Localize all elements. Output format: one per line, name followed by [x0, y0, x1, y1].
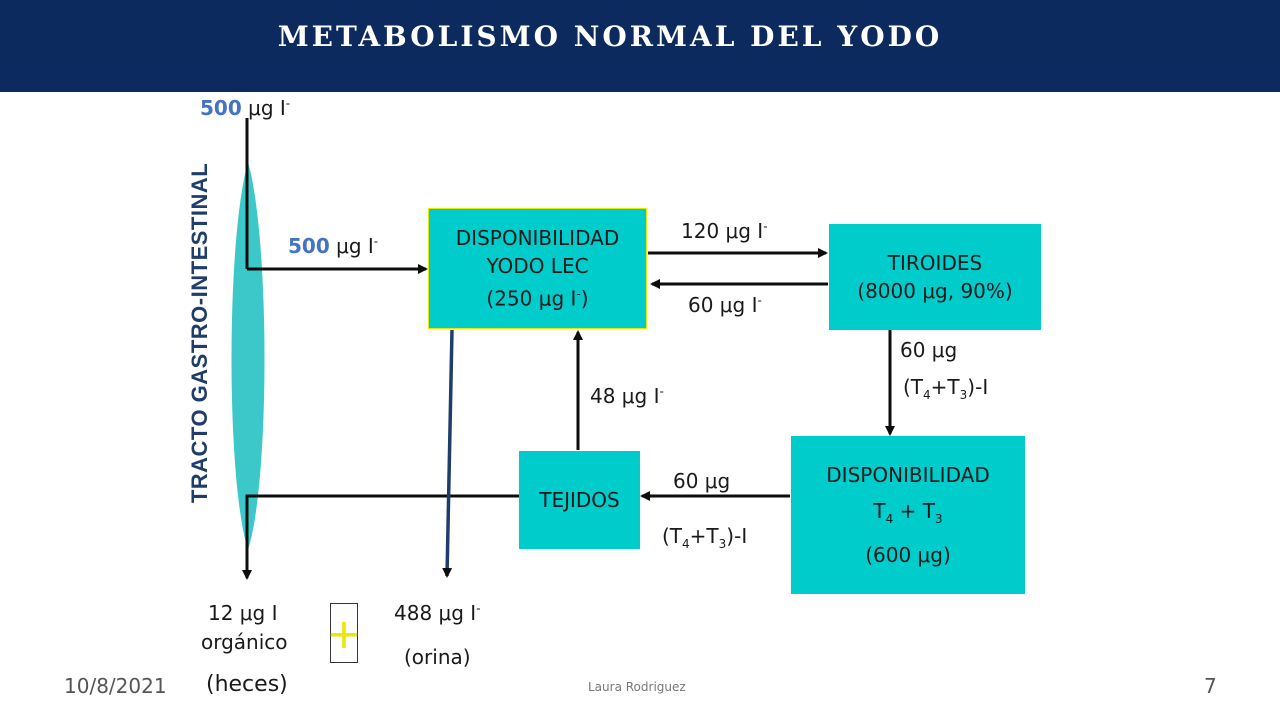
box-iodine-lec: DISPONIBILIDAD YODO LEC (250 μg I-) — [428, 208, 647, 329]
footer-date: 10/8/2021 — [64, 674, 167, 698]
label-lec-to-thyroid: 120 μg I- — [681, 219, 768, 243]
feces-amount: 12 μg I — [208, 601, 278, 625]
arrow-lec-to-urine — [442, 329, 454, 578]
feces-form: orgánico — [201, 630, 288, 654]
plus-sign-box: + — [326, 603, 362, 663]
urine-label: (orina) — [404, 645, 471, 669]
gi-tract-label: TRACTO GASTRO-INTESTINAL — [187, 162, 212, 504]
label-thyroid-to-lec: 60 μg I- — [688, 293, 762, 317]
label-t4t3-to-tissues-amount: 60 μg — [673, 469, 731, 493]
label-tissues-to-lec: 48 μg I- — [590, 384, 664, 408]
arrow-tissues-to-feces — [242, 494, 519, 580]
page-title: METABOLISMO NORMAL DEL YODO — [277, 20, 943, 53]
urine-amount: 488 μg I- — [394, 601, 481, 625]
gi-tract-shape — [231, 162, 265, 550]
title-bar — [0, 0, 1280, 92]
box-tissues: TEJIDOS — [519, 451, 640, 549]
label-thyroid-to-t4t3-form: (T4+T3)-I — [903, 375, 989, 402]
box-t4t3-availability: DISPONIBILIDAD T4 + T3 (600 μg) — [791, 436, 1025, 594]
page-number: 7 — [1204, 674, 1217, 698]
label-t4t3-to-tissues-form: (T4+T3)-I — [662, 524, 748, 551]
box-thyroid: TIROIDES (8000 μg, 90%) — [829, 224, 1041, 330]
feces-label: (heces) — [206, 672, 288, 697]
intake-top-label: 500 μg I- — [200, 96, 291, 120]
footer-author: Laura Rodriguez — [588, 680, 686, 694]
label-thyroid-to-t4t3-amount: 60 μg — [900, 338, 958, 362]
intake-lec-label: 500 μg I- — [288, 234, 379, 258]
